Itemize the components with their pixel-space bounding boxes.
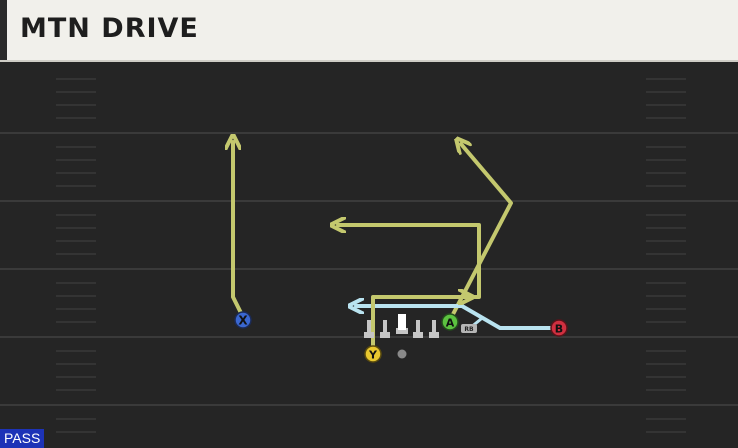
route-a-corner bbox=[448, 144, 513, 322]
play-type-badge: PASS bbox=[0, 429, 45, 448]
offensive-line bbox=[364, 314, 439, 338]
hash-marks-left bbox=[56, 78, 96, 433]
route-b-drag bbox=[356, 306, 561, 330]
player-rb-label: RB bbox=[464, 326, 474, 333]
player-rb[interactable]: RB bbox=[461, 324, 477, 333]
lineman-center bbox=[396, 314, 408, 334]
play-diagram: X A B Y RB bbox=[0, 78, 738, 433]
play-title: MTN DRIVE bbox=[20, 13, 199, 44]
lineman-left-tackle bbox=[364, 320, 374, 338]
play-header: MTN DRIVE bbox=[0, 0, 738, 62]
quarterback-marker bbox=[397, 349, 407, 359]
yard-lines bbox=[0, 132, 738, 406]
player-x[interactable]: X bbox=[234, 311, 252, 329]
player-b-label: B bbox=[555, 323, 563, 336]
lineman-right-guard bbox=[413, 320, 423, 338]
player-a-label: A bbox=[446, 317, 455, 330]
lineman-left-guard bbox=[380, 320, 390, 338]
play-field: X A B Y RB bbox=[0, 62, 738, 448]
route-x-go bbox=[233, 142, 245, 319]
player-b[interactable]: B bbox=[550, 319, 568, 337]
route-dig bbox=[338, 225, 481, 299]
header-accent bbox=[0, 0, 7, 60]
lineman-right-tackle bbox=[429, 320, 439, 338]
hash-marks-right bbox=[646, 78, 686, 433]
player-x-label: X bbox=[238, 314, 248, 328]
player-y-label: Y bbox=[368, 349, 378, 362]
player-a[interactable]: A bbox=[441, 313, 459, 331]
player-y[interactable]: Y bbox=[364, 345, 382, 363]
